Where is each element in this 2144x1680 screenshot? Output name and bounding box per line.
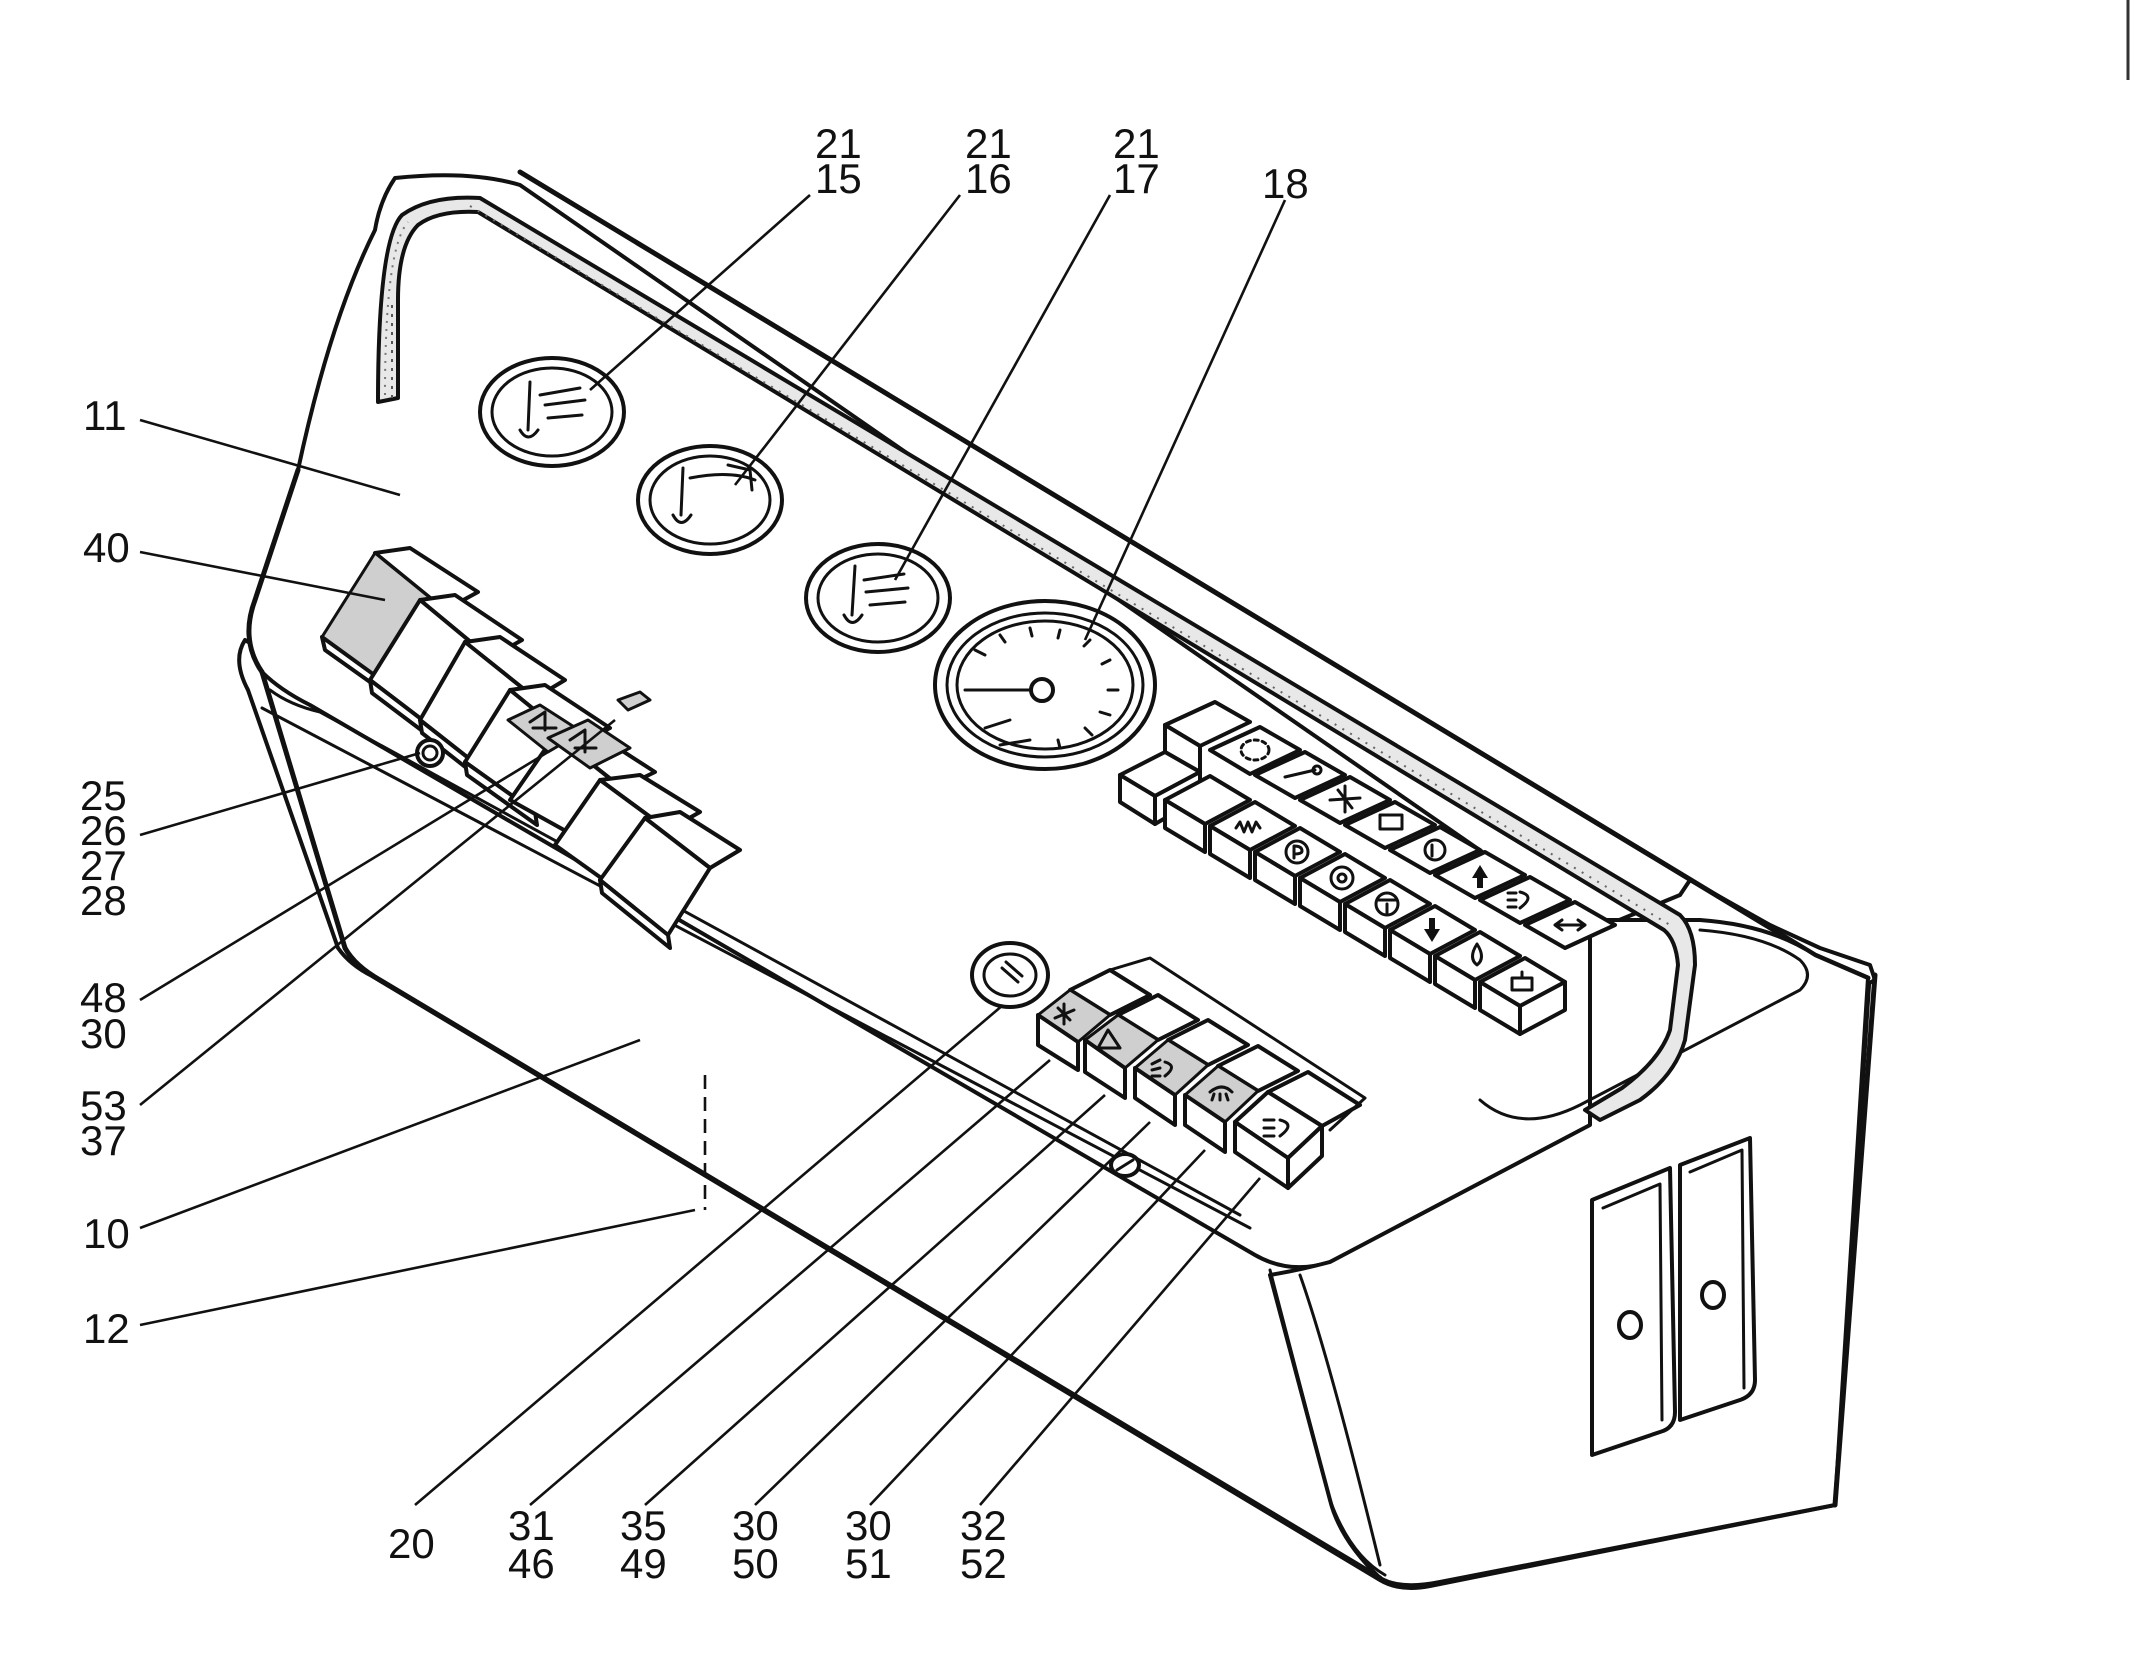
leader-30-50 [754, 1121, 1151, 1506]
callout-31: 31 [508, 1502, 555, 1549]
leader-17 [893, 194, 1112, 581]
callout-21-c: 21 [1113, 120, 1160, 167]
headlight-icon [1478, 875, 1572, 925]
callout-50: 50 [732, 1540, 779, 1587]
switch-fan[interactable] [1036, 968, 1152, 1072]
leader-48-30 [139, 750, 549, 1002]
callout-28: 28 [80, 877, 127, 924]
switch-hazard[interactable] [1083, 993, 1200, 1100]
callout-16: 16 [965, 155, 1012, 202]
speedometer-gauge [933, 599, 1157, 771]
callout-labels: 11 40 25 26 27 28 48 30 53 37 10 12 21 1… [80, 120, 1309, 1587]
leader-11 [139, 418, 401, 497]
oil-temperature-gauge [804, 542, 952, 654]
switch-low-beam[interactable] [1133, 1018, 1250, 1127]
warning-light-bottom-row [1118, 750, 1567, 1036]
arrow-up-icon [1433, 850, 1527, 900]
callout-12: 12 [83, 1305, 130, 1352]
leader-lines [139, 194, 1287, 1506]
switch-bank-plate [1108, 956, 1367, 1132]
callout-15: 15 [815, 155, 862, 202]
brake-ring-icon [1208, 725, 1302, 776]
parking-brake-icon [1253, 826, 1342, 906]
lamp-blank-top [1163, 700, 1252, 774]
callout-18: 18 [1262, 160, 1309, 207]
callout-17: 17 [1113, 155, 1160, 202]
oil-drop-icon [1433, 930, 1522, 1010]
lamp-blank-bottom-2 [1163, 774, 1252, 854]
leader-20 [414, 1004, 1004, 1506]
callout-35: 35 [620, 1502, 667, 1549]
left-switch-bank [320, 546, 742, 950]
callout-10: 10 [83, 1210, 130, 1257]
callout-21-b: 21 [965, 120, 1012, 167]
callout-46: 46 [508, 1540, 555, 1587]
leader-35-49 [644, 1094, 1106, 1506]
leader-18 [1083, 199, 1287, 641]
callout-21-a: 21 [815, 120, 862, 167]
leader-25-28 [139, 751, 421, 837]
switch-blank-5[interactable] [598, 810, 742, 950]
callout-52: 52 [960, 1540, 1007, 1587]
arrow-down-icon [1388, 904, 1477, 984]
warning-light-cluster [1118, 700, 1617, 1036]
callout-27: 27 [80, 842, 127, 889]
leader-15 [589, 194, 811, 391]
callout-49: 49 [620, 1540, 667, 1587]
battery-icon [1343, 800, 1437, 850]
callout-48: 48 [80, 974, 127, 1021]
warning-light-top-row [1163, 700, 1617, 950]
steering-icon [1343, 878, 1432, 958]
leader-10 [139, 1038, 641, 1230]
callout-53: 53 [80, 1082, 127, 1129]
side-latch-plates [1590, 972, 1878, 1508]
leader-12 [139, 1208, 696, 1327]
switch-high-beam[interactable] [1233, 1070, 1362, 1190]
callout-51: 51 [845, 1540, 892, 1587]
coolant-temperature-gauge [636, 444, 784, 556]
switch-work-light[interactable] [1183, 1044, 1300, 1154]
leader-31-46 [529, 1059, 1051, 1506]
leader-53-37 [139, 718, 616, 1107]
callout-30-c: 30 [845, 1502, 892, 1549]
key-switch-icon [1253, 750, 1347, 800]
glow-plug-icon [1208, 800, 1297, 880]
callout-25: 25 [80, 772, 127, 819]
ignition-key-switch[interactable] [970, 941, 1050, 1009]
callout-32: 32 [960, 1502, 1007, 1549]
padded-trim-strip [376, 195, 1697, 1122]
direction-arrows-icon [1523, 900, 1617, 950]
fan-icon [1298, 775, 1392, 825]
p-brake-ring-icon [1388, 825, 1482, 875]
callout-20: 20 [388, 1520, 435, 1567]
leader-16 [733, 194, 962, 486]
callout-37: 37 [80, 1117, 127, 1164]
wheel-icon [1298, 852, 1387, 932]
lower-switch-bank [1036, 956, 1367, 1190]
callout-30-b: 30 [732, 1502, 779, 1549]
leader-40 [139, 550, 386, 602]
leader-32-52 [979, 1177, 1261, 1506]
callout-30-left: 30 [80, 1010, 127, 1057]
fuel-level-gauge [478, 356, 626, 468]
leader-30-51 [869, 1149, 1206, 1506]
engine-icon [1478, 956, 1567, 1036]
callout-11: 11 [83, 392, 127, 439]
callout-26: 26 [80, 807, 127, 854]
callout-40: 40 [83, 524, 130, 571]
